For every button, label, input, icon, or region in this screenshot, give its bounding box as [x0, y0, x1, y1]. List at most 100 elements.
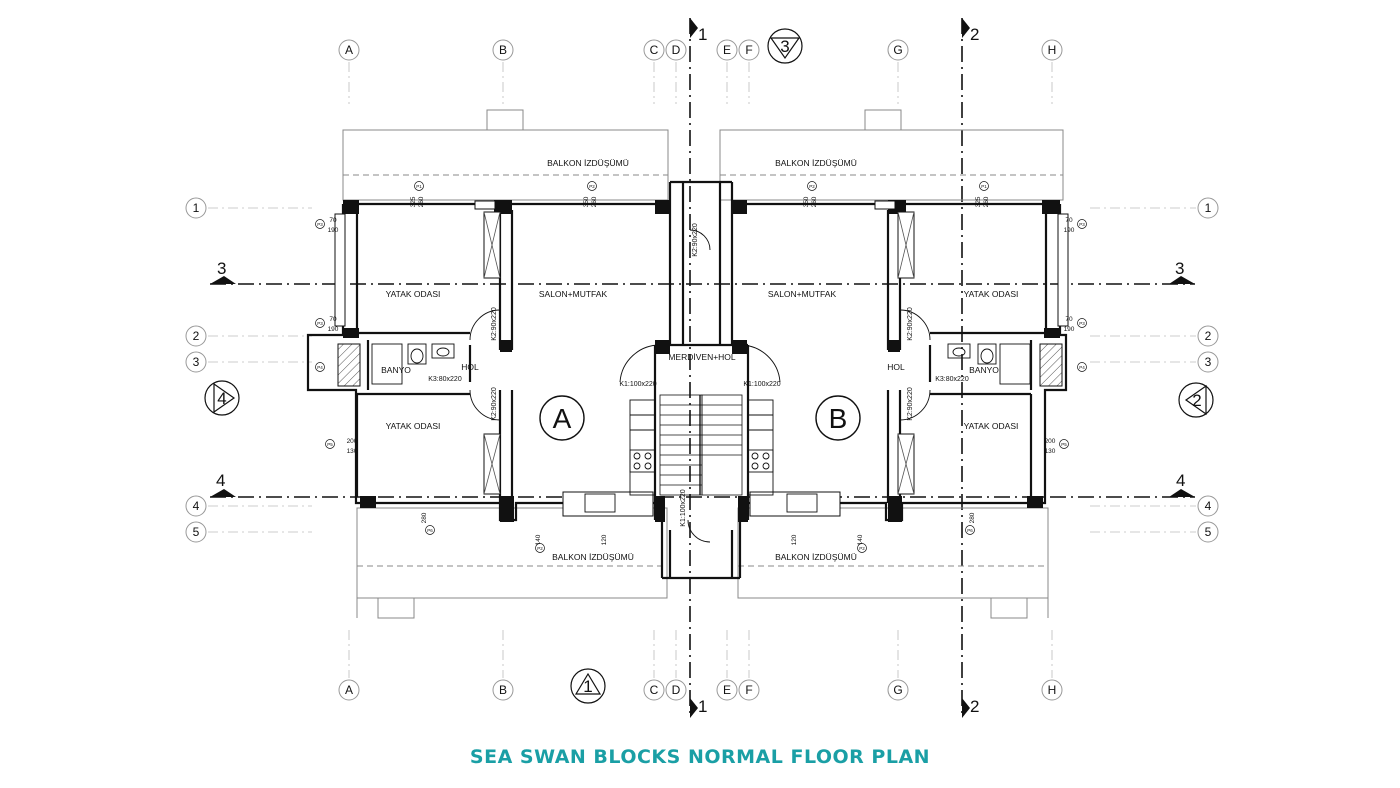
elevation-2: 2 — [1192, 391, 1201, 410]
grid-guides — [208, 62, 1196, 678]
grid-col-g-top: G — [893, 43, 902, 57]
door-swings — [469, 229, 931, 543]
section-arrows — [210, 18, 1195, 718]
grid-col-f-bottom: F — [745, 683, 752, 697]
door-k3-a: K3:80x220 — [428, 376, 462, 383]
door-k2-core: K2:90x220 — [692, 223, 699, 257]
section-2-top: 2 — [970, 25, 979, 44]
section-labels: 1 1 2 2 3 3 4 4 — [216, 25, 1185, 716]
door-k1-b: K1:100x220 — [743, 381, 780, 388]
window-tag-circles — [315, 181, 1087, 553]
tag-p6-b: P6 — [967, 528, 973, 533]
dim-190-b2: 190 — [1064, 326, 1075, 333]
tag-p3-a1: P3 — [317, 222, 323, 227]
dim-70-b2: 70 — [1065, 316, 1073, 323]
grid-col-a-top: A — [345, 43, 353, 57]
door-k2-a-upper: K2:90x220 — [491, 307, 498, 341]
section-3-right: 3 — [1175, 259, 1184, 278]
room-bedroom-a1: YATAK ODASI — [386, 289, 441, 299]
tag-p3-a2: P3 — [317, 321, 323, 326]
room-bath-b: BANYO — [969, 365, 999, 375]
stairs — [659, 394, 743, 496]
dimension-labels: 325 260 350 260 350 260 325 260 70 190 7… — [328, 196, 1075, 545]
grid-row-4-right: 4 — [1205, 499, 1212, 513]
door-labels: K1:100x220 K1:100x220 K3:80x220 K3:80x22… — [428, 223, 969, 527]
dim-260-b2: 260 — [983, 196, 990, 207]
room-bedroom-b2: YATAK ODASI — [964, 421, 1019, 431]
room-bedroom-a2: YATAK ODASI — [386, 421, 441, 431]
dim-130-a: 130 — [347, 448, 358, 455]
grid-col-b-bottom: B — [499, 683, 507, 697]
tag-p3-b1: P3 — [1079, 222, 1085, 227]
grid-col-h-bottom: H — [1048, 683, 1057, 697]
dim-200-a: 200 — [347, 438, 358, 445]
elevation-4: 4 — [217, 389, 226, 408]
door-k3-b: K3:80x220 — [935, 376, 969, 383]
grid-row-3-right: 3 — [1205, 355, 1212, 369]
unit-markers — [539, 395, 861, 441]
room-living-a: SALON+MUTFAK — [539, 289, 608, 299]
tag-p6-a: P6 — [427, 528, 433, 533]
elevation-labels: 3 1 4 2 — [217, 37, 1201, 696]
dim-120-a: 120 — [601, 534, 608, 545]
grid-row-1-left: 1 — [193, 201, 200, 215]
dim-280-a: 280 — [421, 512, 428, 523]
dim-130-b: 130 — [1045, 448, 1056, 455]
tag-p2-b: P2 — [809, 184, 815, 189]
dim-350-b: 350 — [803, 196, 810, 207]
balcony-label-b-top: BALKON İZDÜŞÜMÜ — [775, 158, 857, 168]
dim-350-a: 350 — [583, 196, 590, 207]
unit-labels: A B — [553, 403, 848, 434]
dim-70-a2: 70 — [329, 316, 337, 323]
dim-140-b: 140 — [857, 534, 864, 545]
section-3-left: 3 — [217, 259, 226, 278]
tag-p5-b: P5 — [1061, 442, 1067, 447]
grid-row-bubbles — [185, 197, 1219, 543]
tag-p2-a-bottom: P2 — [537, 546, 543, 551]
dim-200-b: 200 — [1045, 438, 1056, 445]
window-tag-labels: P1 P2 P2 P1 P3 P3 P3 P3 P4 P4 P5 P5 P6 P… — [317, 184, 1085, 551]
grid-col-e-bottom: E — [723, 683, 731, 697]
shafts — [337, 343, 1063, 387]
grid-col-f-top: F — [745, 43, 752, 57]
balcony-label-a-bottom: BALKON İZDÜŞÜMÜ — [552, 552, 634, 562]
window-crosses — [483, 211, 915, 495]
grid-col-g-bottom: G — [893, 683, 902, 697]
grid-col-h-top: H — [1048, 43, 1057, 57]
grid-col-d-top: D — [672, 43, 681, 57]
room-labels: YATAK ODASI SALON+MUTFAK SALON+MUTFAK YA… — [381, 158, 1018, 562]
grid-labels-bottom: A B C D E F G H — [345, 683, 1056, 697]
grid-row-5-left: 5 — [193, 525, 200, 539]
dim-325-b: 325 — [975, 196, 982, 207]
grid-row-2-left: 2 — [193, 329, 200, 343]
grid-bubbles-top — [338, 39, 1063, 61]
grid-col-e-top: E — [723, 43, 731, 57]
room-bedroom-b1: YATAK ODASI — [964, 289, 1019, 299]
unit-a-label: A — [553, 403, 572, 434]
grid-row-5-right: 5 — [1205, 525, 1212, 539]
grid-row-labels: 1 1 2 2 3 3 4 4 5 5 — [193, 201, 1212, 539]
structural-columns — [343, 200, 1060, 522]
tag-p2-b-bottom: P2 — [859, 546, 865, 551]
dim-260-a1: 260 — [418, 196, 425, 207]
dim-190-a1: 190 — [328, 227, 339, 234]
section-4-left: 4 — [216, 471, 225, 490]
room-bath-a: BANYO — [381, 365, 411, 375]
door-k2-b-upper: K2:90x220 — [907, 307, 914, 341]
balcony-label-a-top: BALKON İZDÜŞÜMÜ — [547, 158, 629, 168]
dim-70-a1: 70 — [329, 217, 337, 224]
door-k1-entrance: K1:100x220 — [680, 489, 687, 526]
tag-p1-a: P1 — [416, 184, 422, 189]
dim-190-b1: 190 — [1064, 227, 1075, 234]
grid-col-c-top: C — [650, 43, 659, 57]
door-k1-a: K1:100x220 — [619, 381, 656, 388]
balconies — [342, 109, 1064, 619]
dim-260-a2: 260 — [591, 196, 598, 207]
dim-70-b1: 70 — [1065, 217, 1073, 224]
dim-280-b: 280 — [969, 512, 976, 523]
grid-row-1-right: 1 — [1205, 201, 1212, 215]
unit-b-label: B — [829, 403, 848, 434]
kitchen-counters — [584, 399, 818, 513]
dim-120-b: 120 — [791, 534, 798, 545]
